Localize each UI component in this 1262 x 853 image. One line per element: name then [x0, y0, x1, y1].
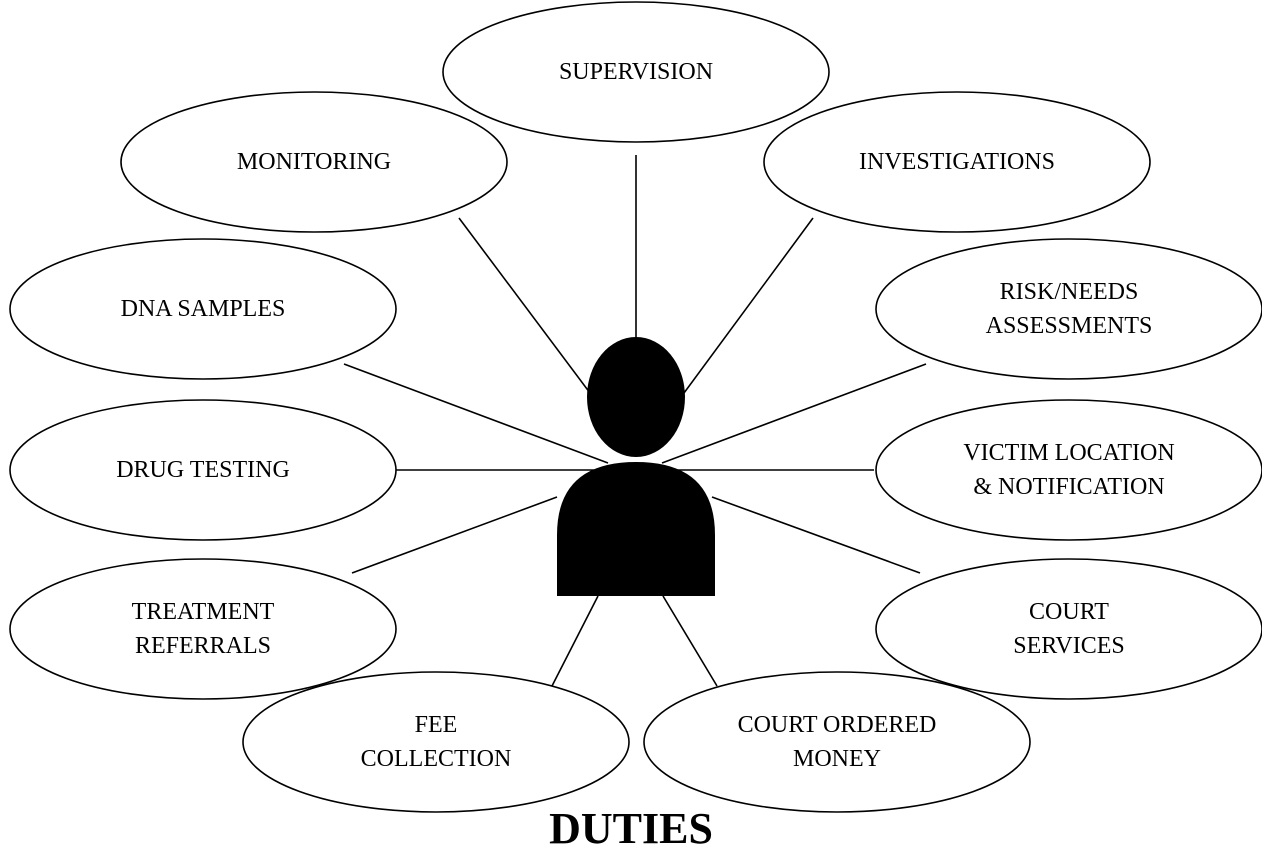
node-label: FEE: [415, 712, 458, 738]
node-ellipse: [9, 558, 397, 700]
node-label: SERVICES: [1013, 633, 1124, 659]
node-court-services: COURT SERVICES: [875, 558, 1262, 700]
connector-court-services: [711, 496, 921, 574]
node-drug-testing: DRUG TESTING: [9, 399, 397, 541]
connector-risk-needs-assessments: [661, 363, 927, 464]
node-ellipse: [875, 238, 1262, 380]
node-ellipse: [875, 399, 1262, 541]
node-label: COURT: [1029, 599, 1109, 625]
node-ellipse: [643, 671, 1031, 813]
node-victim-location-notification: VICTIM LOCATION & NOTIFICATION: [875, 399, 1262, 541]
node-ellipse: [9, 238, 397, 380]
connector-treatment-referrals: [351, 496, 558, 574]
node-ellipse: [242, 671, 630, 813]
node-supervision: SUPERVISION: [442, 1, 830, 143]
node-label: RISK/NEEDS: [1000, 279, 1139, 305]
connector-fee-collection: [551, 595, 599, 687]
node-treatment-referrals: TREATMENT REFERRALS: [9, 558, 397, 700]
node-risk-needs-assessments: RISK/NEEDS ASSESSMENTS: [875, 238, 1262, 380]
node-label: INVESTIGATIONS: [859, 149, 1055, 175]
node-label: ASSESSMENTS: [986, 313, 1153, 339]
node-label: COLLECTION: [361, 746, 512, 772]
node-label: MONEY: [793, 746, 881, 772]
node-label: TREATMENT: [132, 599, 275, 625]
connector-court-ordered-money: [662, 595, 718, 687]
connector-investigations: [683, 217, 814, 394]
duty-nodes: SUPERVISION INVESTIGATIONS RISK/NEEDS ASSES…: [9, 1, 1262, 813]
node-ellipse: [763, 91, 1151, 233]
node-monitoring: MONITORING: [120, 91, 508, 233]
node-label: COURT ORDERED: [738, 712, 937, 738]
node-label: & NOTIFICATION: [973, 474, 1164, 500]
connector-lines: [343, 155, 927, 687]
node-label: MONITORING: [237, 149, 391, 175]
node-ellipse: [9, 399, 397, 541]
node-court-ordered-money: COURT ORDERED MONEY: [643, 671, 1031, 813]
node-ellipse: [442, 1, 830, 143]
node-dna-samples: DNA SAMPLES: [9, 238, 397, 380]
node-investigations: INVESTIGATIONS: [763, 91, 1151, 233]
diagram-title: DUTIES: [549, 804, 713, 853]
person-icon: [557, 337, 715, 596]
connector-monitoring: [458, 217, 591, 394]
node-label: VICTIM LOCATION: [963, 440, 1174, 466]
node-label: REFERRALS: [135, 633, 271, 659]
node-ellipse: [120, 91, 508, 233]
node-ellipse: [875, 558, 1262, 700]
node-fee-collection: FEE COLLECTION: [242, 671, 630, 813]
connector-dna-samples: [343, 363, 609, 464]
node-label: DRUG TESTING: [116, 457, 290, 483]
node-label: DNA SAMPLES: [121, 296, 286, 322]
node-label: SUPERVISION: [559, 59, 713, 85]
